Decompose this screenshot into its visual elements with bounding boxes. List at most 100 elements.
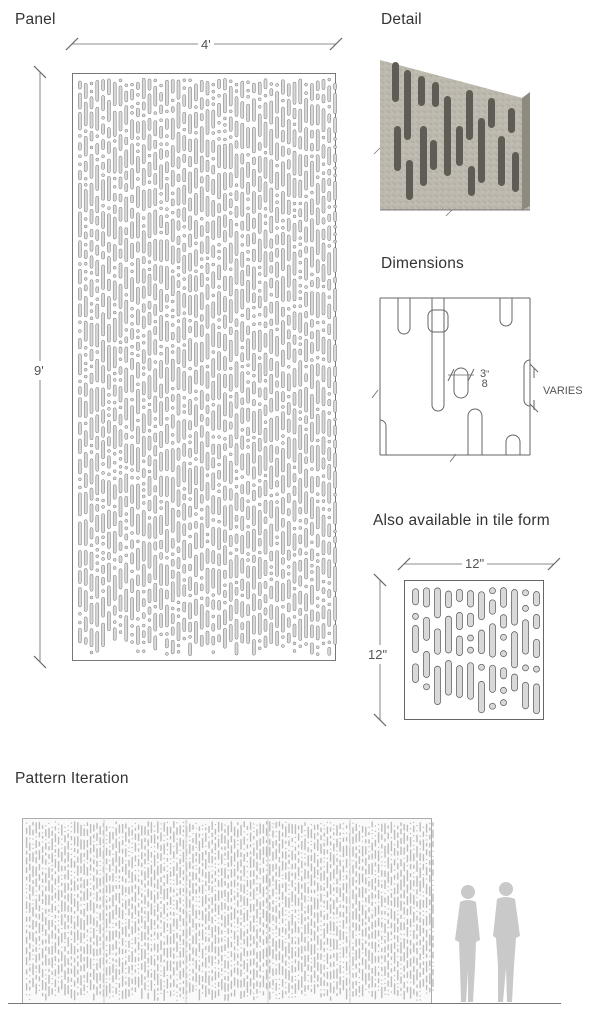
pattern-slot xyxy=(45,946,47,951)
pattern-slot xyxy=(327,646,332,656)
pattern-slot xyxy=(136,353,140,358)
pattern-slot xyxy=(397,840,399,849)
pattern-slot xyxy=(115,930,117,938)
pattern-slot xyxy=(327,602,332,607)
pattern-slot xyxy=(96,877,98,889)
pattern-slot xyxy=(429,973,431,985)
pattern-slot xyxy=(240,979,242,988)
pattern-slot xyxy=(217,291,221,316)
pattern-slot xyxy=(182,636,187,641)
pattern-slot xyxy=(422,826,425,828)
pattern-slot xyxy=(182,311,187,315)
pattern-slot xyxy=(176,857,178,860)
pattern-slot xyxy=(89,503,94,523)
pattern-slot xyxy=(95,548,100,552)
pattern-slot xyxy=(320,963,322,975)
pattern-slot xyxy=(141,488,146,492)
pattern-slot xyxy=(78,170,82,181)
pattern-slot xyxy=(422,918,425,926)
pattern-slot xyxy=(252,314,256,318)
pattern-slot xyxy=(83,367,88,372)
pattern-slot xyxy=(170,581,175,603)
pattern-slot xyxy=(230,936,233,939)
pattern-slot xyxy=(130,506,134,527)
pattern-slot xyxy=(141,334,146,338)
pattern-slot xyxy=(96,860,98,867)
pattern-slot xyxy=(118,542,123,551)
pattern-slot xyxy=(95,229,100,241)
pattern-slot xyxy=(89,229,94,238)
pattern-slot xyxy=(165,239,169,262)
pattern-slot xyxy=(38,935,41,942)
pattern-slot xyxy=(228,366,233,371)
pattern-slot xyxy=(269,238,274,249)
pattern-slot xyxy=(336,857,338,863)
pattern-slot xyxy=(321,457,326,470)
pattern-slot xyxy=(403,965,405,972)
pattern-slot xyxy=(199,241,204,254)
pattern-slot xyxy=(136,177,140,181)
pattern-slot xyxy=(272,932,274,935)
pattern-slot xyxy=(342,946,345,958)
pattern-slot xyxy=(86,867,89,876)
pattern-slot xyxy=(112,975,114,983)
pattern-slot xyxy=(228,559,233,579)
pattern-slot xyxy=(134,827,137,831)
pattern-slot xyxy=(182,584,187,597)
pattern-slot xyxy=(297,979,300,991)
pattern-slot xyxy=(78,211,82,238)
pattern-slot xyxy=(105,905,108,911)
pattern-slot xyxy=(307,922,309,934)
pattern-slot xyxy=(390,968,393,973)
pattern-slot xyxy=(240,122,245,149)
pattern-slot xyxy=(141,852,143,860)
pattern-slot xyxy=(333,173,337,178)
pattern-slot xyxy=(211,886,213,893)
pattern-slot xyxy=(272,875,274,882)
pattern-slot xyxy=(194,220,198,239)
pattern-slot xyxy=(198,923,201,928)
pattern-slot xyxy=(51,895,53,901)
pattern-slot xyxy=(159,344,163,349)
pattern-slot xyxy=(153,958,156,966)
pattern-slot xyxy=(73,847,76,853)
pattern-slot xyxy=(304,838,306,851)
pattern-slot xyxy=(252,615,256,635)
pattern-slot xyxy=(310,863,313,872)
pattern-slot xyxy=(234,96,239,117)
pattern-slot xyxy=(432,961,434,963)
pattern-slot xyxy=(147,402,152,407)
pattern-slot xyxy=(387,843,389,855)
pattern-slot xyxy=(246,161,250,178)
pattern-slot xyxy=(323,824,325,826)
pattern-slot xyxy=(67,893,69,902)
pattern-slot xyxy=(221,923,223,927)
pattern-slot xyxy=(275,936,277,938)
pattern-slot xyxy=(131,903,133,910)
pattern-slot xyxy=(118,920,121,929)
pattern-slot xyxy=(205,926,207,930)
pattern-slot xyxy=(223,129,227,133)
pattern-slot xyxy=(272,949,274,960)
pattern-slot xyxy=(234,618,239,640)
pattern-slot xyxy=(137,953,140,955)
pattern-slot xyxy=(80,953,82,963)
pattern-slot xyxy=(288,836,290,838)
pattern-slot xyxy=(32,977,34,988)
pattern-slot xyxy=(269,571,274,576)
pattern-slot xyxy=(246,325,250,336)
pattern-slot xyxy=(339,911,341,918)
pattern-slot xyxy=(217,989,220,997)
pattern-slot xyxy=(93,917,95,926)
pattern-slot xyxy=(393,966,396,972)
pattern-slot xyxy=(173,851,175,859)
pattern-slot xyxy=(234,120,239,138)
pattern-slot xyxy=(381,931,383,933)
pattern-slot xyxy=(286,373,291,392)
pattern-slot xyxy=(112,958,114,962)
pattern-slot xyxy=(166,849,169,851)
pattern-slot xyxy=(285,938,287,940)
pattern-slot xyxy=(89,823,92,834)
pattern-slot xyxy=(263,516,268,524)
pattern-slot xyxy=(345,932,348,934)
